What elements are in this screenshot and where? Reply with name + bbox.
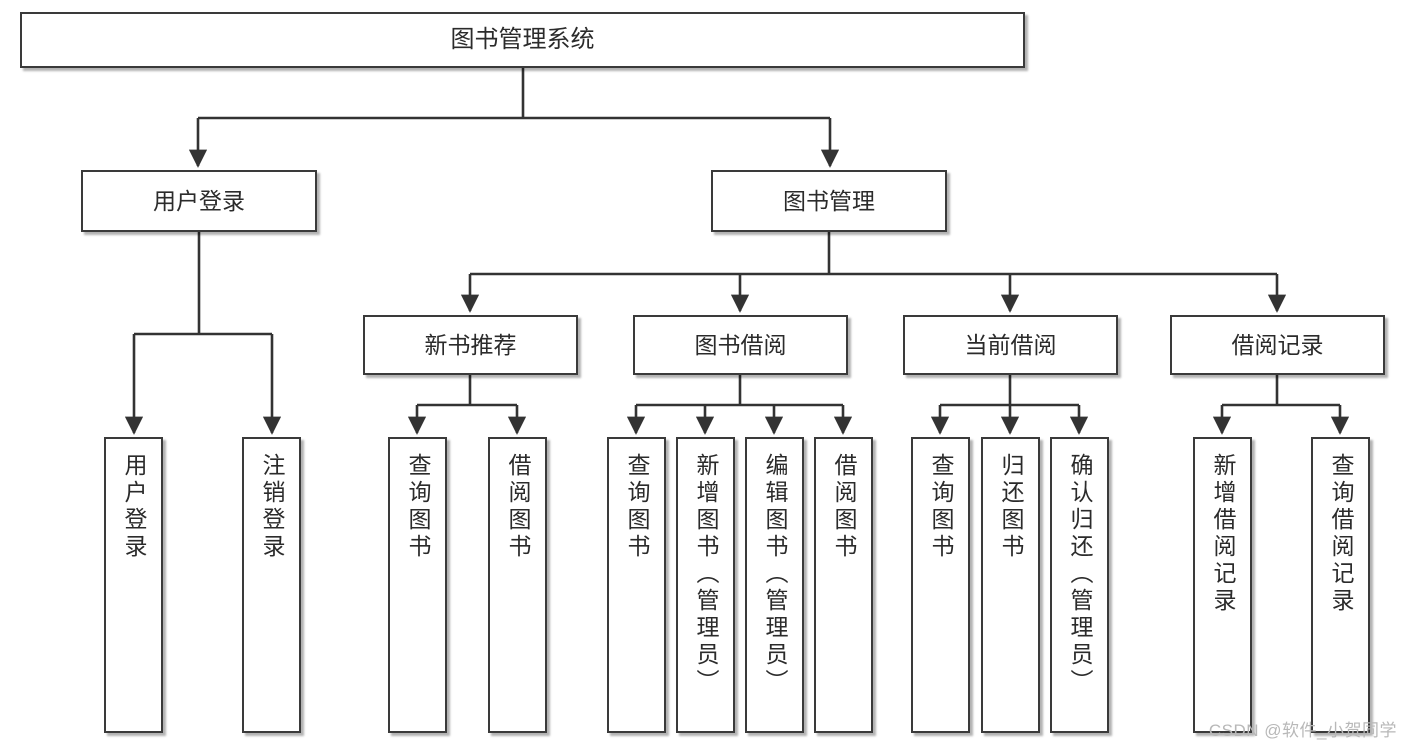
- node-leaf-user-login-label: 用户登录: [121, 453, 147, 561]
- node-new-book-recommend[interactable]: 新书推荐: [363, 315, 578, 375]
- node-root[interactable]: 图书管理系统: [20, 12, 1025, 68]
- node-leaf-add-record-label: 新增借阅记录: [1210, 453, 1236, 615]
- node-leaf-query-book-1-label: 查询图书: [405, 453, 431, 561]
- node-user-login[interactable]: 用户登录: [81, 170, 317, 232]
- node-leaf-add-book-label: 新增图书（管理员）: [693, 453, 719, 696]
- node-leaf-query-book-1[interactable]: 查询图书: [388, 437, 447, 733]
- node-leaf-borrow-book-1-label: 借阅图书: [505, 453, 531, 561]
- node-book-borrow-label: 图书借阅: [694, 331, 787, 358]
- node-leaf-add-record[interactable]: 新增借阅记录: [1193, 437, 1252, 733]
- node-leaf-borrow-book-1[interactable]: 借阅图书: [488, 437, 547, 733]
- node-book-management[interactable]: 图书管理: [711, 170, 947, 232]
- node-leaf-query-book-3[interactable]: 查询图书: [911, 437, 970, 733]
- node-leaf-borrow-book-2-label: 借阅图书: [831, 453, 857, 561]
- node-leaf-return-book[interactable]: 归还图书: [981, 437, 1040, 733]
- node-leaf-edit-book[interactable]: 编辑图书（管理员）: [745, 437, 804, 733]
- node-leaf-logout-login-label: 注销登录: [259, 453, 285, 561]
- node-book-management-label: 图书管理: [783, 187, 875, 214]
- node-leaf-edit-book-label: 编辑图书（管理员）: [762, 453, 788, 696]
- node-leaf-borrow-book-2[interactable]: 借阅图书: [814, 437, 873, 733]
- node-book-borrow[interactable]: 图书借阅: [633, 315, 848, 375]
- node-leaf-return-book-label: 归还图书: [998, 453, 1024, 561]
- node-leaf-query-book-2[interactable]: 查询图书: [607, 437, 666, 733]
- node-leaf-add-book[interactable]: 新增图书（管理员）: [676, 437, 735, 733]
- node-leaf-query-book-3-label: 查询图书: [928, 453, 954, 561]
- node-leaf-query-record[interactable]: 查询借阅记录: [1311, 437, 1370, 733]
- node-leaf-logout-login[interactable]: 注销登录: [242, 437, 301, 733]
- node-leaf-query-record-label: 查询借阅记录: [1328, 453, 1354, 615]
- node-leaf-user-login[interactable]: 用户登录: [104, 437, 163, 733]
- node-current-borrow[interactable]: 当前借阅: [903, 315, 1118, 375]
- node-borrow-record[interactable]: 借阅记录: [1170, 315, 1385, 375]
- node-current-borrow-label: 当前借阅: [964, 331, 1057, 358]
- node-leaf-confirm-return-label: 确认归还（管理员）: [1067, 453, 1093, 696]
- node-leaf-confirm-return[interactable]: 确认归还（管理员）: [1050, 437, 1109, 733]
- watermark: CSDN @软件_小贺同学: [1208, 721, 1397, 740]
- node-borrow-record-label: 借阅记录: [1231, 331, 1324, 358]
- node-root-label: 图书管理系统: [450, 26, 595, 54]
- node-new-book-recommend-label: 新书推荐: [424, 331, 517, 358]
- node-user-login-label: 用户登录: [153, 187, 245, 214]
- node-leaf-query-book-2-label: 查询图书: [624, 453, 650, 561]
